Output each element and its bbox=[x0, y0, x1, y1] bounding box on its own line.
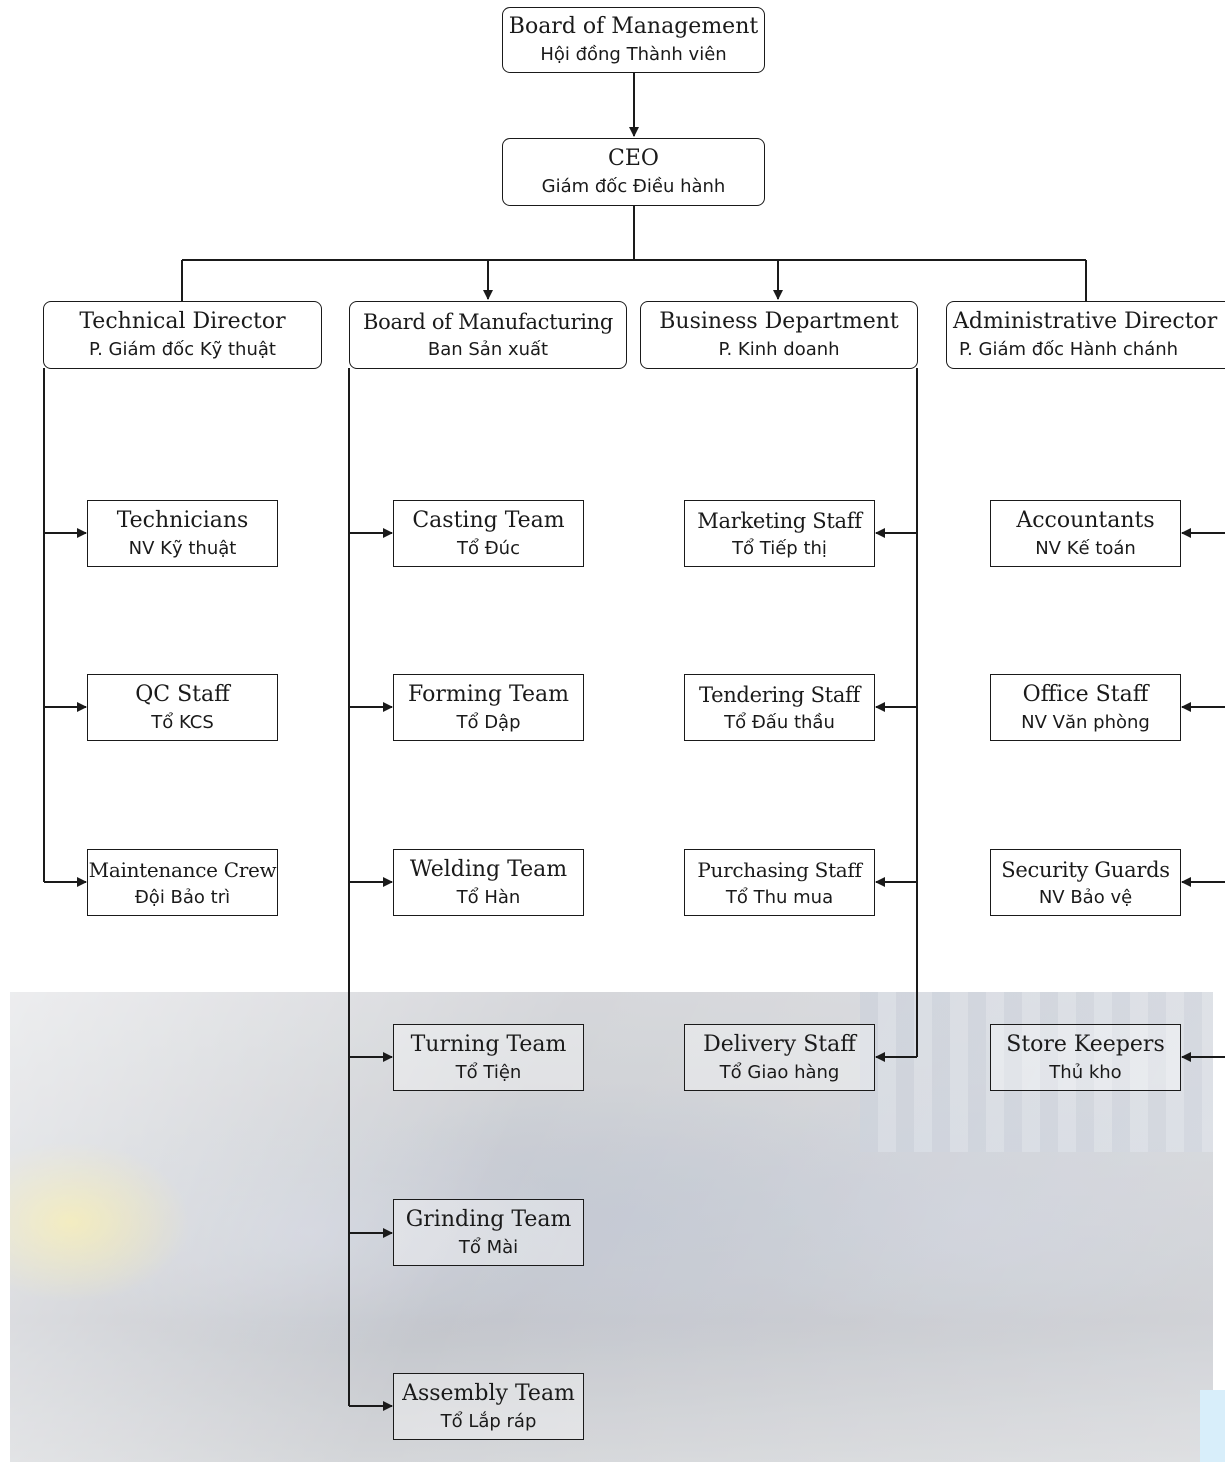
office-staff-title: Office Staff bbox=[1022, 681, 1149, 707]
store-keepers-box: Store Keepers Thủ kho bbox=[990, 1024, 1181, 1091]
ceo-box: CEO Giám đốc Điều hành bbox=[502, 138, 765, 206]
security-guards-box: Security Guards NV Bảo vệ bbox=[990, 849, 1181, 916]
board-of-management-subtitle: Hội đồng Thành viên bbox=[540, 44, 727, 65]
casting-team-subtitle: Tổ Đúc bbox=[457, 537, 520, 559]
maintenance-crew-title: Maintenance Crew bbox=[88, 857, 277, 882]
purchasing-staff-subtitle: Tổ Thu mua bbox=[725, 886, 834, 908]
accountants-subtitle: NV Kế toán bbox=[1035, 537, 1136, 559]
assembly-team-box: Assembly Team Tổ Lắp ráp bbox=[393, 1373, 584, 1440]
board-of-manufacturing-title: Board of Manufacturing bbox=[362, 310, 614, 334]
security-guards-title: Security Guards bbox=[1001, 857, 1170, 882]
grinding-team-title: Grinding Team bbox=[405, 1206, 572, 1232]
forming-team-subtitle: Tổ Dập bbox=[456, 711, 521, 733]
delivery-staff-subtitle: Tổ Giao hàng bbox=[719, 1061, 840, 1083]
corner-accent-shape bbox=[1200, 1390, 1225, 1462]
purchasing-staff-box: Purchasing Staff Tổ Thu mua bbox=[684, 849, 875, 916]
administrative-director-title: Administrative Director bbox=[953, 309, 1218, 334]
store-keepers-title: Store Keepers bbox=[1006, 1031, 1165, 1057]
business-department-box: Business Department P. Kinh doanh bbox=[640, 301, 918, 369]
welding-team-title: Welding Team bbox=[409, 856, 568, 882]
board-of-manufacturing-subtitle: Ban Sản xuất bbox=[427, 339, 549, 360]
office-staff-subtitle: NV Văn phòng bbox=[1021, 711, 1150, 733]
marketing-staff-box: Marketing Staff Tổ Tiếp thị bbox=[684, 500, 875, 567]
tendering-staff-subtitle: Tổ Đấu thầu bbox=[724, 711, 835, 733]
assembly-team-subtitle: Tổ Lắp ráp bbox=[440, 1410, 537, 1432]
turning-team-title: Turning Team bbox=[410, 1031, 567, 1057]
maintenance-crew-subtitle: Đội Bảo trì bbox=[134, 886, 231, 908]
grinding-team-box: Grinding Team Tổ Mài bbox=[393, 1199, 584, 1266]
welding-team-subtitle: Tổ Hàn bbox=[456, 886, 521, 908]
business-department-title: Business Department bbox=[659, 309, 899, 334]
administrative-director-subtitle: P. Giám đốc Hành chánh bbox=[959, 339, 1179, 360]
technical-director-box: Technical Director P. Giám đốc Kỹ thuật bbox=[43, 301, 322, 369]
accountants-title: Accountants bbox=[1016, 507, 1155, 533]
store-keepers-subtitle: Thủ kho bbox=[1049, 1061, 1122, 1083]
tendering-staff-box: Tendering Staff Tổ Đấu thầu bbox=[684, 674, 875, 741]
delivery-staff-box: Delivery Staff Tổ Giao hàng bbox=[684, 1024, 875, 1091]
technical-director-title: Technical Director bbox=[79, 309, 286, 334]
turning-team-box: Turning Team Tổ Tiện bbox=[393, 1024, 584, 1091]
grinding-team-subtitle: Tổ Mài bbox=[458, 1236, 519, 1258]
qc-staff-box: QC Staff Tổ KCS bbox=[87, 674, 278, 741]
ceo-title: CEO bbox=[608, 146, 659, 171]
forming-team-box: Forming Team Tổ Dập bbox=[393, 674, 584, 741]
ceo-subtitle: Giám đốc Điều hành bbox=[541, 176, 726, 197]
technicians-title: Technicians bbox=[116, 507, 249, 533]
business-department-subtitle: P. Kinh doanh bbox=[718, 339, 840, 360]
accountants-box: Accountants NV Kế toán bbox=[990, 500, 1181, 567]
casting-team-title: Casting Team bbox=[412, 507, 565, 533]
administrative-director-box: Administrative Director P. Giám đốc Hành… bbox=[946, 301, 1225, 369]
photo-light-haze bbox=[10, 992, 1213, 1462]
forming-team-title: Forming Team bbox=[408, 681, 569, 707]
turning-team-subtitle: Tổ Tiện bbox=[455, 1061, 522, 1083]
delivery-staff-title: Delivery Staff bbox=[703, 1031, 856, 1057]
technical-director-subtitle: P. Giám đốc Kỹ thuật bbox=[89, 339, 276, 360]
qc-staff-subtitle: Tổ KCS bbox=[151, 711, 214, 733]
qc-staff-title: QC Staff bbox=[135, 681, 230, 707]
tendering-staff-title: Tendering Staff bbox=[699, 682, 860, 707]
security-guards-subtitle: NV Bảo vệ bbox=[1038, 886, 1133, 908]
maintenance-crew-box: Maintenance Crew Đội Bảo trì bbox=[87, 849, 278, 916]
marketing-staff-title: Marketing Staff bbox=[697, 508, 862, 533]
board-of-management-box: Board of Management Hội đồng Thành viên bbox=[502, 7, 765, 73]
office-staff-box: Office Staff NV Văn phòng bbox=[990, 674, 1181, 741]
assembly-team-title: Assembly Team bbox=[402, 1380, 575, 1406]
technicians-subtitle: NV Kỹ thuật bbox=[128, 537, 237, 559]
marketing-staff-subtitle: Tổ Tiếp thị bbox=[732, 537, 827, 559]
board-of-management-title: Board of Management bbox=[508, 14, 759, 39]
board-of-manufacturing-box: Board of Manufacturing Ban Sản xuất bbox=[349, 301, 627, 369]
purchasing-staff-title: Purchasing Staff bbox=[697, 857, 862, 882]
technicians-box: Technicians NV Kỹ thuật bbox=[87, 500, 278, 567]
casting-team-box: Casting Team Tổ Đúc bbox=[393, 500, 584, 567]
welding-team-box: Welding Team Tổ Hàn bbox=[393, 849, 584, 916]
